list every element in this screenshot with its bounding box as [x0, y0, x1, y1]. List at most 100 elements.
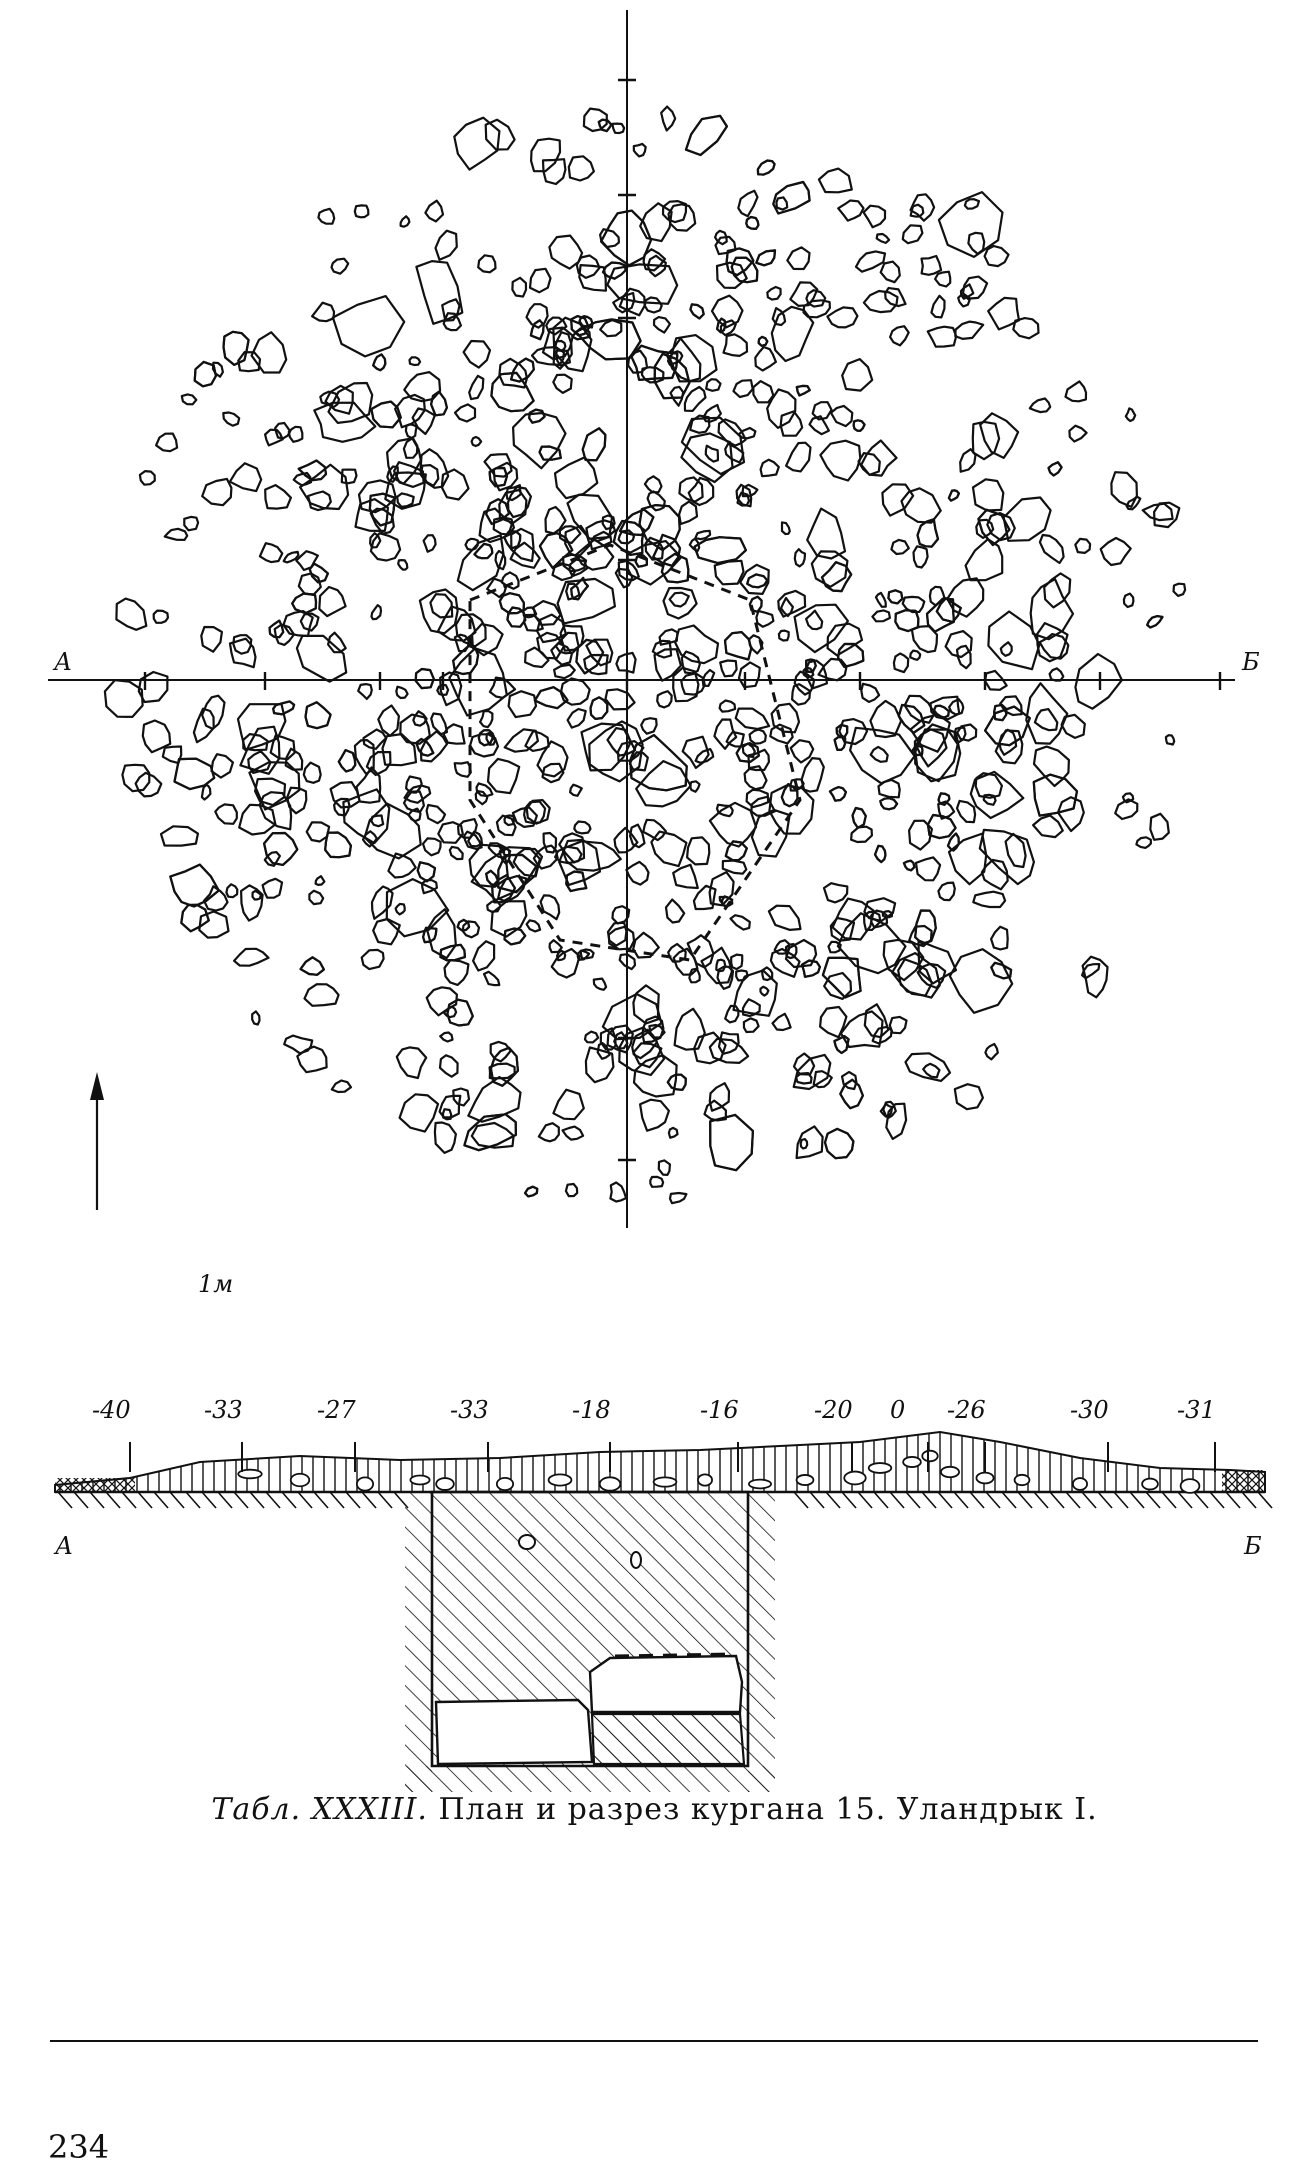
stone	[901, 595, 926, 614]
stone	[421, 837, 442, 857]
stone	[668, 591, 690, 608]
stone	[909, 649, 922, 661]
stone	[446, 998, 474, 1027]
stone	[424, 199, 445, 223]
stone	[541, 158, 567, 186]
stone	[964, 538, 1004, 582]
stone	[1081, 963, 1101, 980]
stone	[946, 577, 985, 618]
section-stone	[867, 1462, 893, 1474]
stone	[793, 603, 849, 654]
stone	[780, 783, 799, 808]
stone	[242, 733, 269, 752]
stone	[479, 709, 494, 729]
stone	[522, 606, 538, 619]
stone	[473, 542, 494, 560]
stone	[652, 316, 671, 334]
stone	[471, 623, 504, 657]
stone	[979, 412, 1020, 459]
stone	[488, 1062, 516, 1080]
stone	[631, 1028, 658, 1060]
ground-hatch-stroke	[1049, 1491, 1065, 1509]
stone	[468, 374, 485, 401]
stone	[498, 592, 525, 615]
stone	[173, 757, 216, 791]
stone	[264, 428, 284, 447]
stone	[963, 198, 981, 210]
stone	[492, 461, 519, 492]
stone	[1064, 380, 1088, 403]
stone	[635, 760, 692, 808]
stone	[198, 910, 230, 939]
stone	[890, 538, 910, 556]
ground-hatch-stroke	[297, 1491, 313, 1509]
stone-outlines	[103, 105, 1187, 1205]
elevation-label: -27	[317, 1396, 356, 1424]
left-edge-cross-hatch	[55, 1478, 135, 1492]
section-stone	[1179, 1478, 1201, 1494]
stone	[827, 940, 842, 954]
stone	[214, 803, 238, 825]
stone	[754, 345, 777, 372]
stone	[483, 453, 513, 478]
stone	[581, 427, 607, 462]
stone	[503, 530, 522, 550]
stone	[870, 909, 889, 929]
stone	[755, 249, 777, 267]
stone	[680, 416, 746, 476]
stone	[888, 1015, 908, 1035]
slab-lower	[434, 1698, 594, 1766]
stone	[819, 439, 862, 482]
stone	[908, 819, 933, 851]
stone	[710, 294, 744, 329]
pit-stone	[630, 1551, 642, 1569]
ground-hatch-stroke	[377, 1491, 393, 1509]
stone	[548, 234, 584, 270]
stone	[250, 331, 288, 374]
stone	[704, 444, 719, 463]
stone	[769, 723, 794, 745]
stone	[193, 360, 217, 388]
stone	[947, 489, 960, 502]
stone	[730, 953, 744, 971]
stone	[463, 830, 483, 851]
stone	[420, 879, 438, 895]
section-stone	[237, 1468, 263, 1480]
stone	[999, 695, 1023, 717]
stone	[667, 1126, 679, 1139]
stone	[1036, 622, 1069, 663]
stone	[442, 312, 462, 332]
stone	[369, 532, 402, 562]
stone	[770, 702, 801, 734]
stone	[987, 296, 1021, 331]
stone	[433, 1121, 457, 1154]
stone	[422, 534, 437, 553]
stone	[430, 390, 448, 417]
stone	[741, 483, 759, 498]
stone	[429, 593, 454, 619]
stone	[617, 529, 635, 545]
stone	[295, 634, 348, 683]
stone	[553, 663, 576, 680]
stone	[319, 390, 341, 409]
stone	[860, 439, 898, 477]
ground-hatch-stroke	[1257, 1491, 1273, 1509]
stone	[268, 619, 285, 639]
stone	[755, 609, 775, 628]
stone	[539, 894, 561, 921]
stone	[767, 904, 802, 931]
stone	[680, 672, 706, 696]
stone	[1081, 955, 1109, 999]
stone	[467, 1075, 522, 1123]
stone	[946, 832, 960, 852]
stone	[925, 597, 955, 633]
stone	[777, 629, 790, 642]
pit-stone	[518, 1534, 536, 1550]
stone	[578, 315, 594, 329]
stone	[498, 357, 528, 389]
stone	[750, 808, 791, 858]
ground-hatch-stroke	[1097, 1491, 1113, 1509]
stone	[497, 853, 538, 894]
stone	[999, 641, 1013, 657]
stone	[1056, 796, 1085, 833]
